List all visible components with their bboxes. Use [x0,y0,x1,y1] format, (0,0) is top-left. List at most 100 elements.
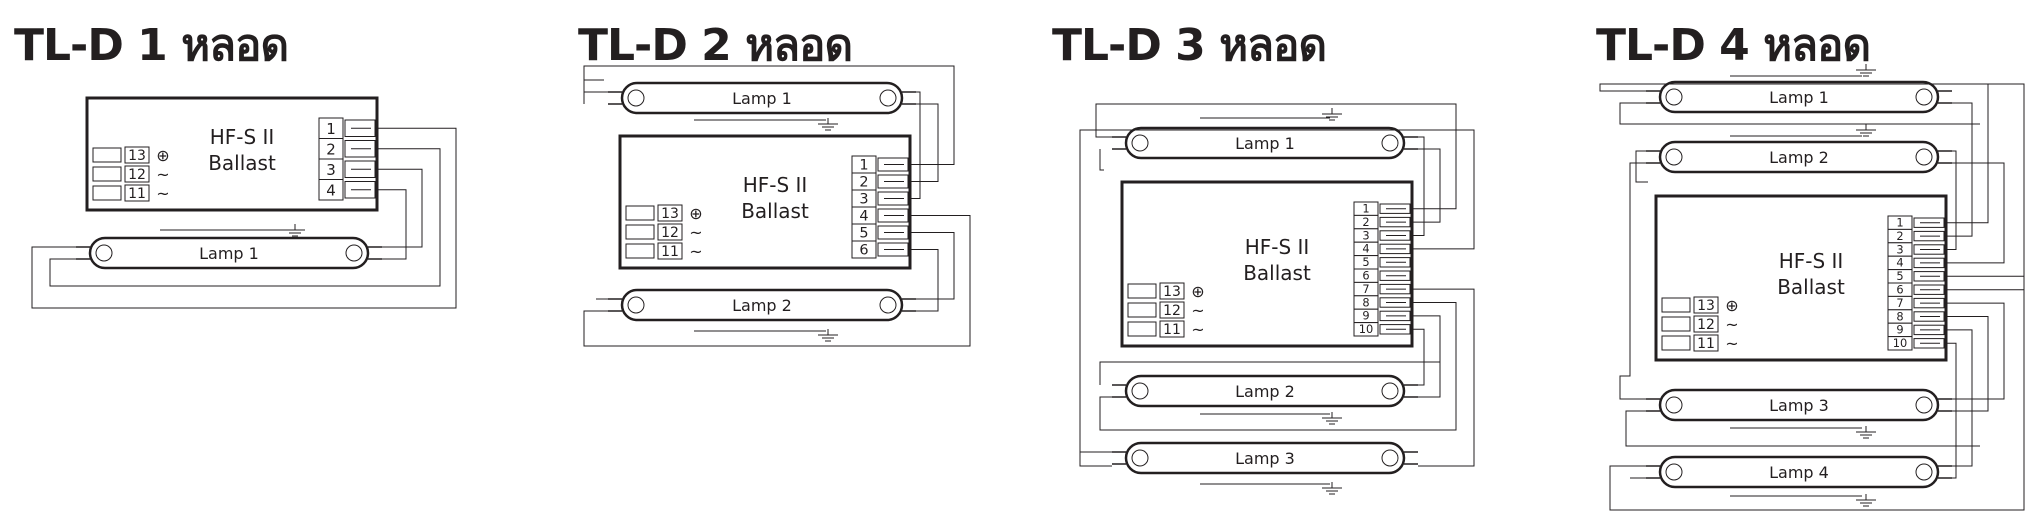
wire [1079,129,1475,467]
lamp-filament [1131,382,1149,400]
wire [1410,148,1441,223]
lamp-label: Lamp 2 [732,296,792,315]
output-terminal-number: 1 [1896,215,1903,229]
wire [1944,162,2005,264]
earth-icon: ⊕ [1191,282,1204,301]
output-terminal-number: 7 [1362,282,1369,296]
supply-terminal [657,204,683,222]
lamp-tube [1658,80,1940,114]
lamp-tube [1124,126,1406,160]
ground-icon [1856,426,1876,439]
lamp-1: Lamp 1 [608,81,916,115]
supply-terminal [657,242,683,260]
lamp-label: Lamp 1 [1235,134,1295,153]
supply-terminal-number: 13 [661,206,679,222]
supply-terminal [124,146,150,164]
wire [49,148,441,287]
ac-icon: ~ [1725,315,1738,334]
wire [1619,162,1646,400]
wire [375,168,423,248]
supply-terminal-number: 11 [1163,322,1181,338]
output-terminal-number: 8 [1362,295,1369,309]
wire [1099,149,1104,171]
supply-terminal [1693,296,1719,314]
ballast-label: Ballast [741,199,809,223]
supply-block [1127,283,1157,299]
wire [1095,103,1457,210]
supply-terminal [1693,334,1719,352]
lamp-filament [345,244,363,262]
supply-terminal-number: 12 [128,167,146,183]
diagram-title-2: TL-D 2 หลอด [578,20,853,71]
supply-terminal [124,184,150,202]
output-terminal-number: 2 [326,140,336,158]
output-terminal-number: 4 [859,208,868,224]
lamp-filament [879,89,897,107]
lamp-filament [1915,396,1933,414]
ac-icon: ~ [1191,320,1204,339]
supply-block [92,147,122,163]
lamp-tube [620,81,904,115]
output-terminal-number: 1 [1362,201,1369,215]
output-terminal-number: 6 [1896,282,1903,296]
lamp-2: Lamp 2 [1646,140,1952,174]
lamp-filament [1915,88,1933,106]
supply-terminal [657,223,683,241]
supply-terminal-number: 11 [1697,336,1715,352]
lamp-2: Lamp 2 [608,288,916,322]
output-terminal-number: 9 [1362,309,1369,323]
ground-icon [1322,108,1342,121]
wire [1944,272,2025,291]
lamp-tube [88,236,370,270]
supply-terminal-number: 11 [661,244,679,260]
supply-block [625,243,655,259]
supply-block [1127,321,1157,337]
output-terminal-number: 1 [326,120,336,138]
lamp-4: Lamp 4 [1646,455,1952,489]
lamp-1: Lamp 1 [1112,126,1418,160]
wire [1099,302,1457,431]
wire [1944,302,2005,400]
wire [908,232,955,300]
output-terminal-number: 9 [1896,323,1903,337]
lamp-label: Lamp 1 [732,89,792,108]
output-terminal-number: 4 [1362,242,1369,256]
output-terminal-number: 5 [1362,255,1369,269]
supply-terminal-number: 13 [1163,284,1181,300]
ac-icon: ~ [1725,334,1738,353]
ground-icon [818,329,838,342]
ac-icon: ~ [689,242,702,261]
lamp-tube [620,288,904,322]
lamp-label: Lamp 1 [1769,88,1829,107]
wire [1944,83,1989,224]
ballast-name: HF-S II [1245,235,1310,259]
supply-block [1661,316,1691,332]
ballast-name: HF-S II [1779,249,1844,273]
output-terminal-number: 10 [1893,336,1907,350]
supply-terminal-number: 13 [1697,298,1715,314]
wire [1944,150,1957,250]
output-terminal-number: 5 [1896,269,1903,283]
wire [1410,288,1475,467]
lamp-label: Lamp 4 [1769,463,1829,482]
earth-icon: ⊕ [1725,296,1738,315]
lamp-label: Lamp 3 [1235,449,1295,468]
lamp-1: Lamp 1 [76,236,382,270]
ground-icon [1322,412,1342,425]
supply-block [92,185,122,201]
supply-block [92,166,122,182]
supply-block [625,205,655,221]
wire [1625,410,1980,447]
wire [1635,150,1648,183]
supply-terminal [124,165,150,183]
supply-terminal-number: 11 [128,186,146,202]
wire [1944,316,1989,412]
output-terminal-number: 2 [1362,215,1369,229]
supply-terminal [1159,301,1185,319]
lamp-filament [1665,396,1683,414]
